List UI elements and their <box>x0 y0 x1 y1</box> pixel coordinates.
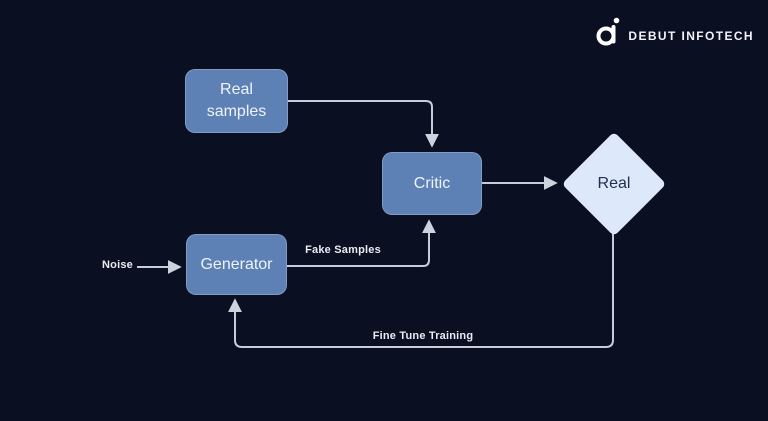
edge-generator-to-critic <box>287 219 436 267</box>
edge-decision-to-generator <box>228 233 614 348</box>
node-real-samples: Real samples <box>185 69 288 133</box>
edge-label-noise: Noise <box>102 259 133 271</box>
node-decision-label: Real <box>597 175 631 192</box>
edge-real-samples-to-critic <box>288 100 439 148</box>
node-decision-label-wrap: Real <box>577 147 651 221</box>
edge-label-fine-tune-training: Fine Tune Training <box>372 330 474 342</box>
node-critic-label: Critic <box>413 174 451 192</box>
node-critic: Critic <box>382 152 482 215</box>
brand-name: DEBUT INFOTECH <box>628 29 754 43</box>
node-real-samples-label: Real samples <box>206 81 267 120</box>
node-generator: Generator <box>186 234 287 295</box>
node-generator-label: Generator <box>200 255 273 273</box>
brand-logo: DEBUT INFOTECH <box>595 16 754 48</box>
edge-label-fake-samples: Fake Samples <box>305 244 381 256</box>
debut-infotech-logo-icon <box>596 17 620 46</box>
